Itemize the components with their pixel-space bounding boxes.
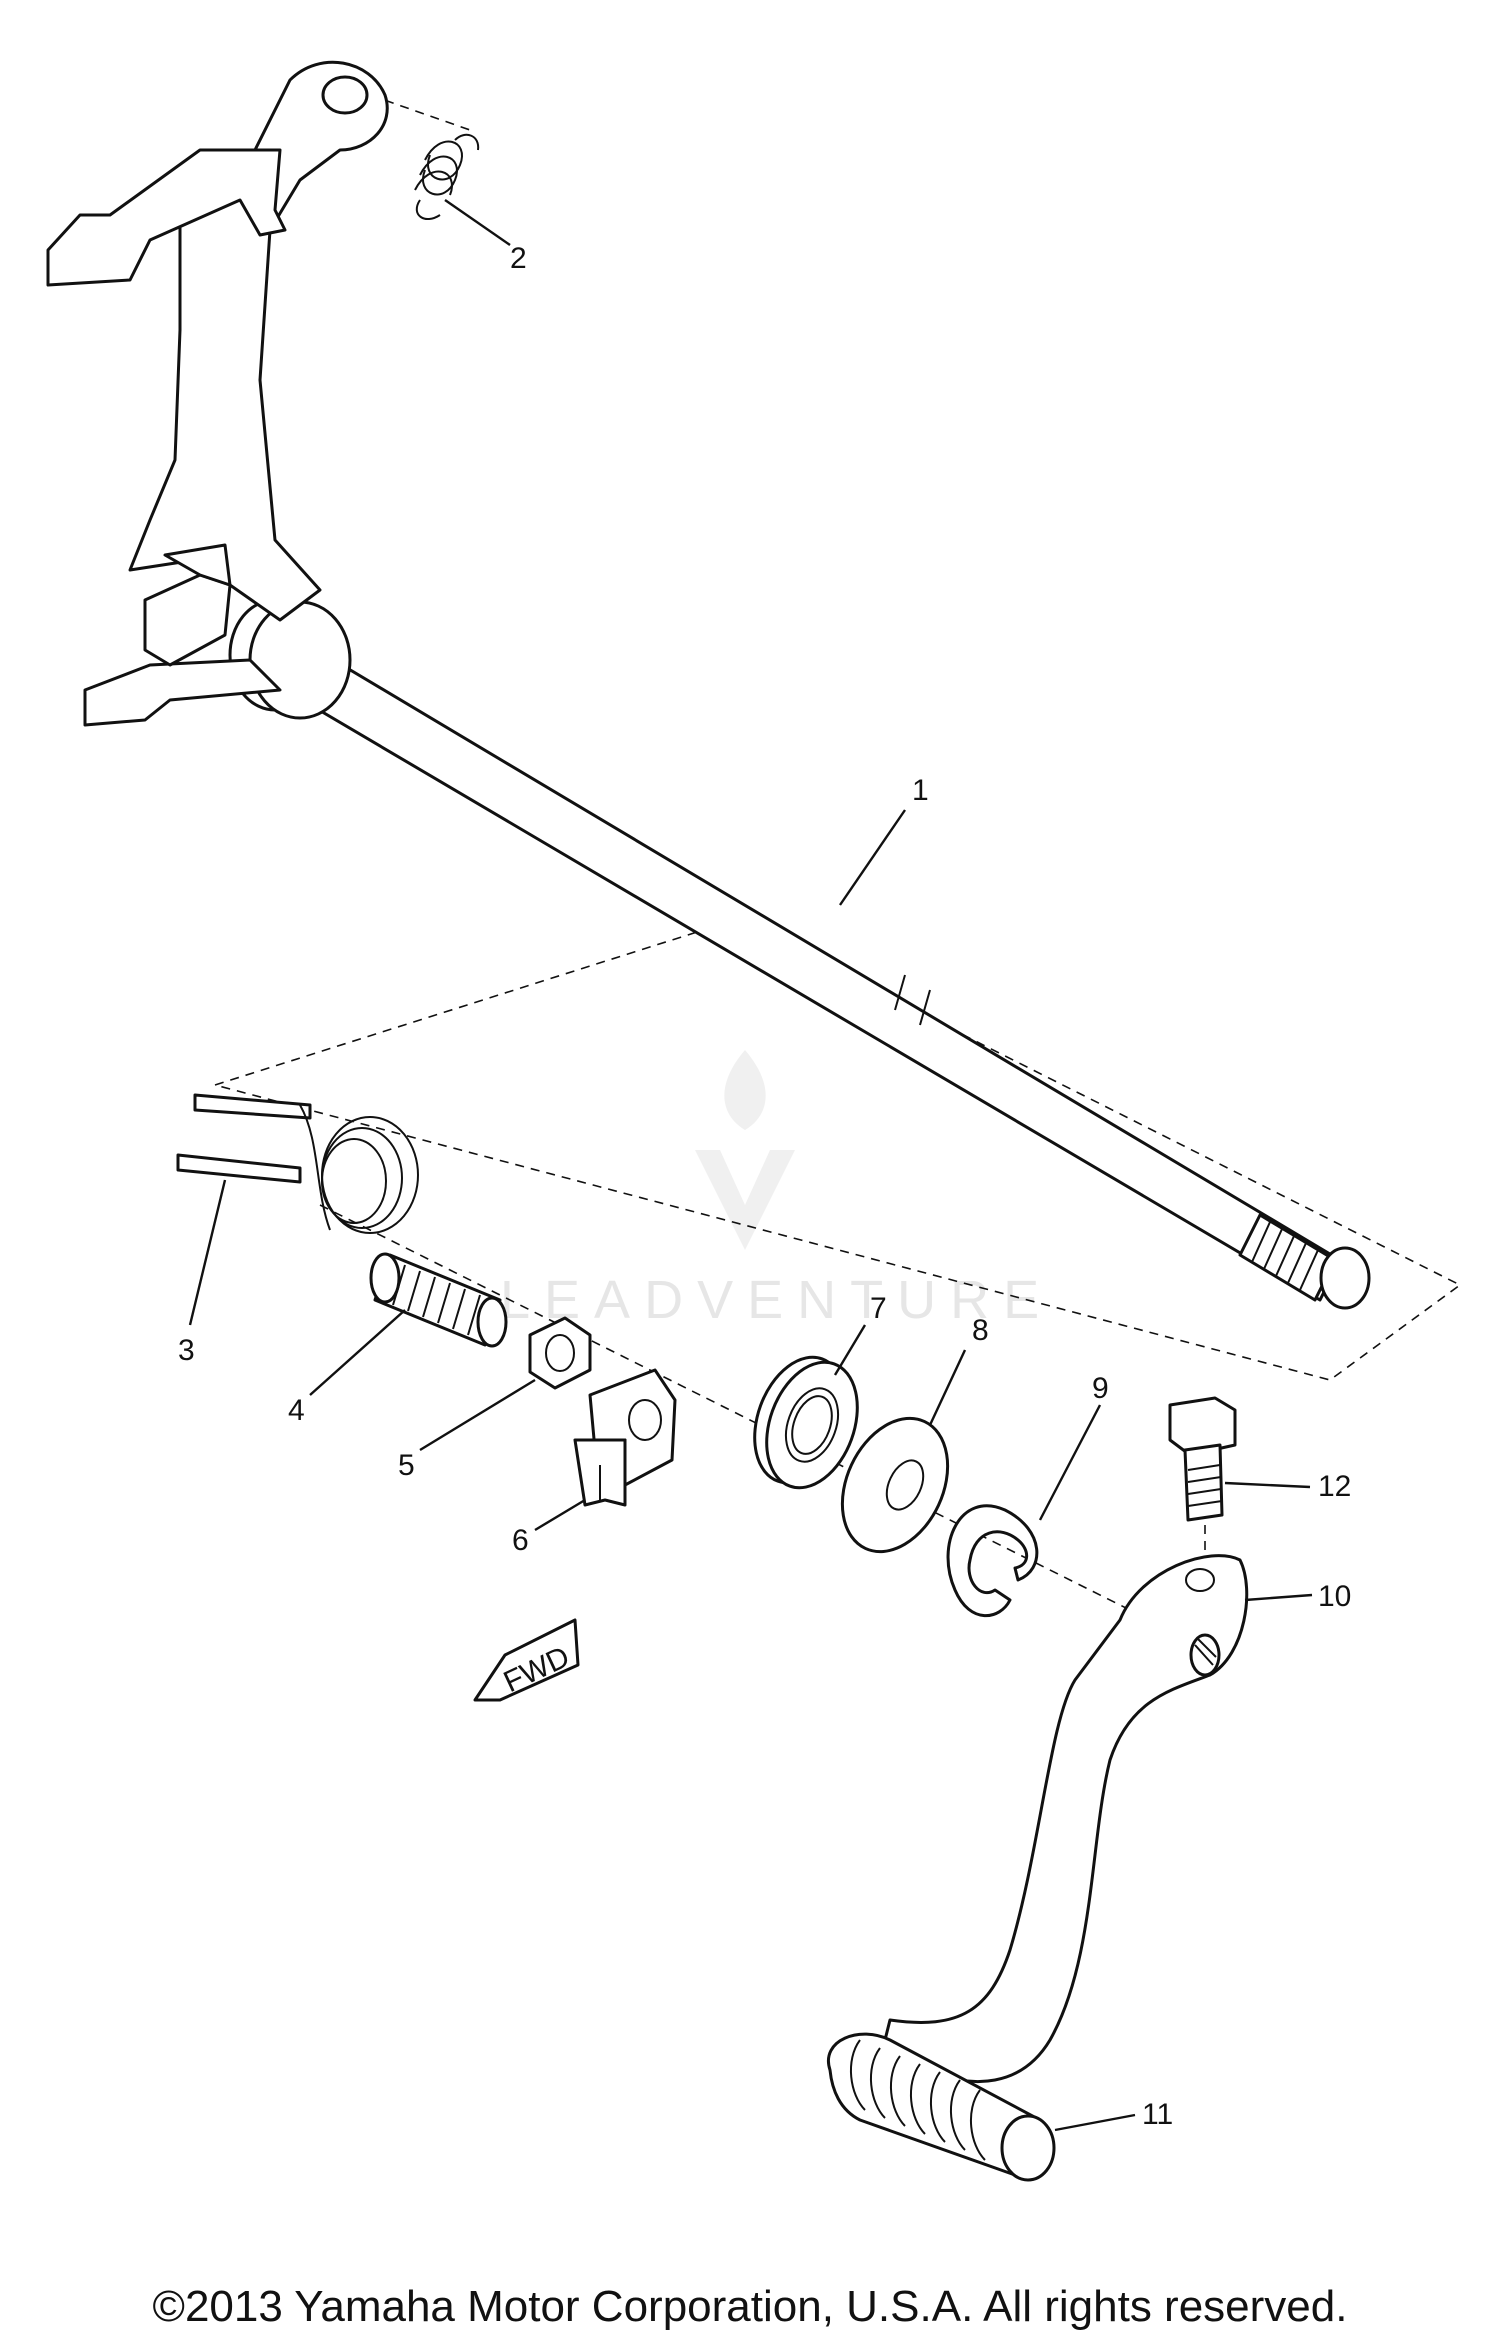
pinch-bolt — [1168, 1396, 1237, 1580]
watermark-text: LEADVENTURE — [500, 1270, 1053, 1330]
callout-9: 9 — [1092, 1372, 1109, 1405]
callout-8: 8 — [972, 1314, 989, 1347]
copyright-notice: ©2013 Yamaha Motor Corporation, U.S.A. A… — [152, 2282, 1348, 2331]
callout-2: 2 — [510, 242, 527, 275]
leader-lines — [188, 199, 1313, 2132]
callout-3: 3 — [178, 1334, 195, 1367]
callout-4: 4 — [288, 1394, 305, 1427]
callout-12: 12 — [1318, 1470, 1351, 1503]
nut — [528, 1316, 592, 1390]
callout-7: 7 — [870, 1292, 887, 1325]
stopper-pin — [369, 1252, 508, 1348]
washer — [840, 1416, 950, 1554]
shift-pedal — [878, 1554, 1249, 2083]
oil-seal — [753, 1355, 859, 1490]
pedal-rubber — [826, 2032, 1056, 2182]
lock-plate — [573, 1368, 677, 1507]
callout-11: 11 — [1142, 2098, 1173, 2131]
shift-shaft — [46, 60, 1371, 1310]
circlip — [946, 1504, 1039, 1618]
watermark-logo — [695, 1050, 795, 1250]
torsion-spring — [176, 1093, 419, 1234]
callout-10: 10 — [1318, 1580, 1351, 1613]
callout-1: 1 — [912, 774, 929, 807]
callout-6: 6 — [512, 1524, 529, 1557]
return-spring-small — [414, 133, 480, 220]
alignment-line-shaft — [319, 1204, 1131, 1611]
forward-direction-arrow: FWD — [473, 1618, 580, 1702]
callout-5: 5 — [398, 1449, 415, 1482]
